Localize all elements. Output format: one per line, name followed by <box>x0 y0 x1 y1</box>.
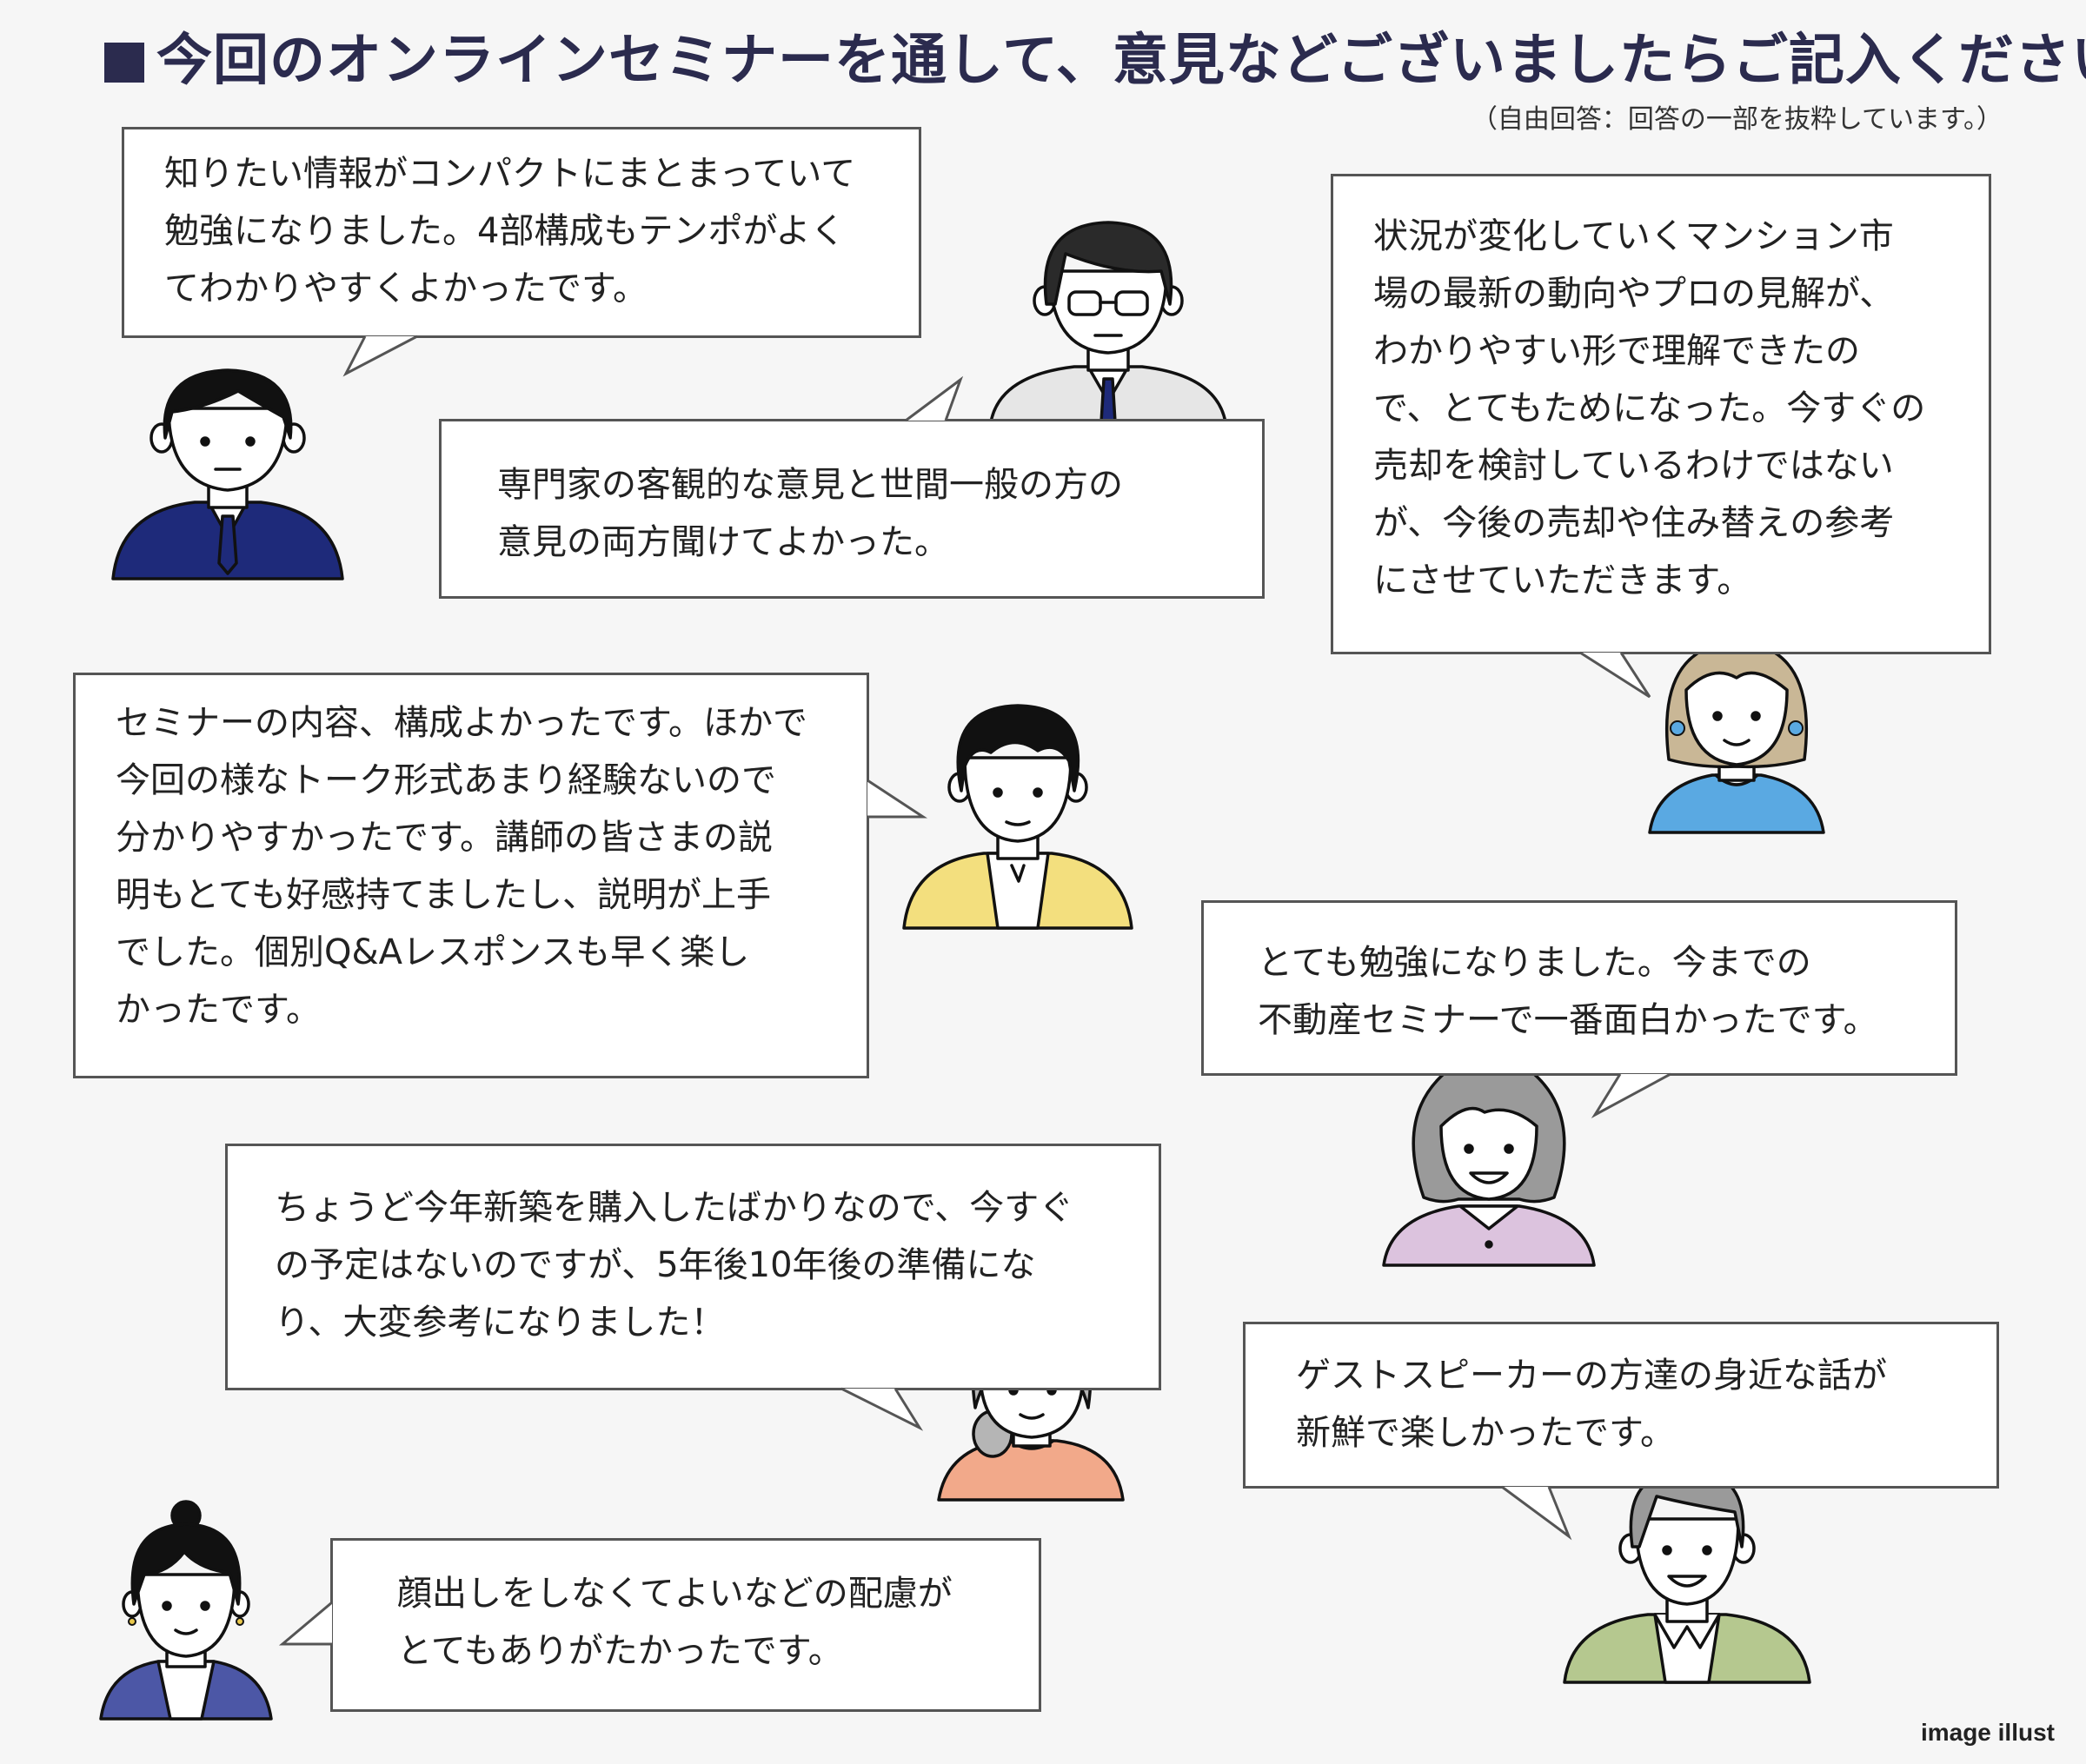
image-credit: image illust <box>1920 1719 2055 1746</box>
comment-bubble-2: 専門家の客観的な意見と世間一般の方の 意見の両方聞けてよかった。 <box>439 419 1265 599</box>
answer-note: （自由回答：回答の一部を抜粋しています。） <box>1471 104 2003 135</box>
comment-bubble-6: ちょうど今年新築を購入したばかりなので、今すぐ の予定はないのですが、5年後10… <box>225 1144 1161 1390</box>
speech-tail-2 <box>905 375 964 422</box>
square-bullet-icon <box>104 43 144 83</box>
speech-tail-7 <box>1501 1485 1572 1541</box>
avatar-man-yellow-jacket <box>900 695 1135 930</box>
comment-bubble-4: セミナーの内容、構成よかったです。ほかで 今回の様なトーク形式あまり経験ないので… <box>73 673 869 1078</box>
speech-tail-3 <box>1579 651 1651 699</box>
title-text: 今回のオンラインセミナーを通して、意見などございましたらご記入ください。 <box>156 29 2086 93</box>
avatar-older-man-sage-jacket <box>1561 1462 1813 1684</box>
speech-tail-5 <box>1591 1072 1671 1118</box>
comment-bubble-7: ゲストスピーカーの方達の身近な話が 新鮮で楽しかったです。 <box>1243 1322 1999 1489</box>
comment-bubble-1: 知りたい情報がコンパクトにまとまっていて 勉強になりました。4部構成もテンポがよ… <box>122 127 921 338</box>
comment-bubble-5: とても勉強になりました。今までの 不動産セミナーで一番面白かったです。 <box>1201 900 1957 1076</box>
comment-bubble-3: 状況が変化していくマンション市 場の最新の動向やプロの見解が、 わかりやすい形で… <box>1331 174 1991 654</box>
speech-tail-8 <box>278 1601 333 1646</box>
avatar-woman-indigo-cardigan <box>97 1500 275 1721</box>
speech-tail-1 <box>342 335 418 377</box>
avatar-woman-blue-top <box>1643 629 1830 834</box>
avatar-man-glasses <box>987 214 1229 424</box>
avatar-young-man-navy-suit <box>108 355 348 580</box>
comment-bubble-8: 顔出しをしなくてよいなどの配慮が とてもありがたかったです。 <box>330 1538 1041 1712</box>
speech-tail-6 <box>840 1387 924 1431</box>
page-title: 今回のオンラインセミナーを通して、意見などございましたらご記入ください。 <box>104 16 2086 96</box>
avatar-older-woman-lavender-top <box>1380 1051 1598 1267</box>
